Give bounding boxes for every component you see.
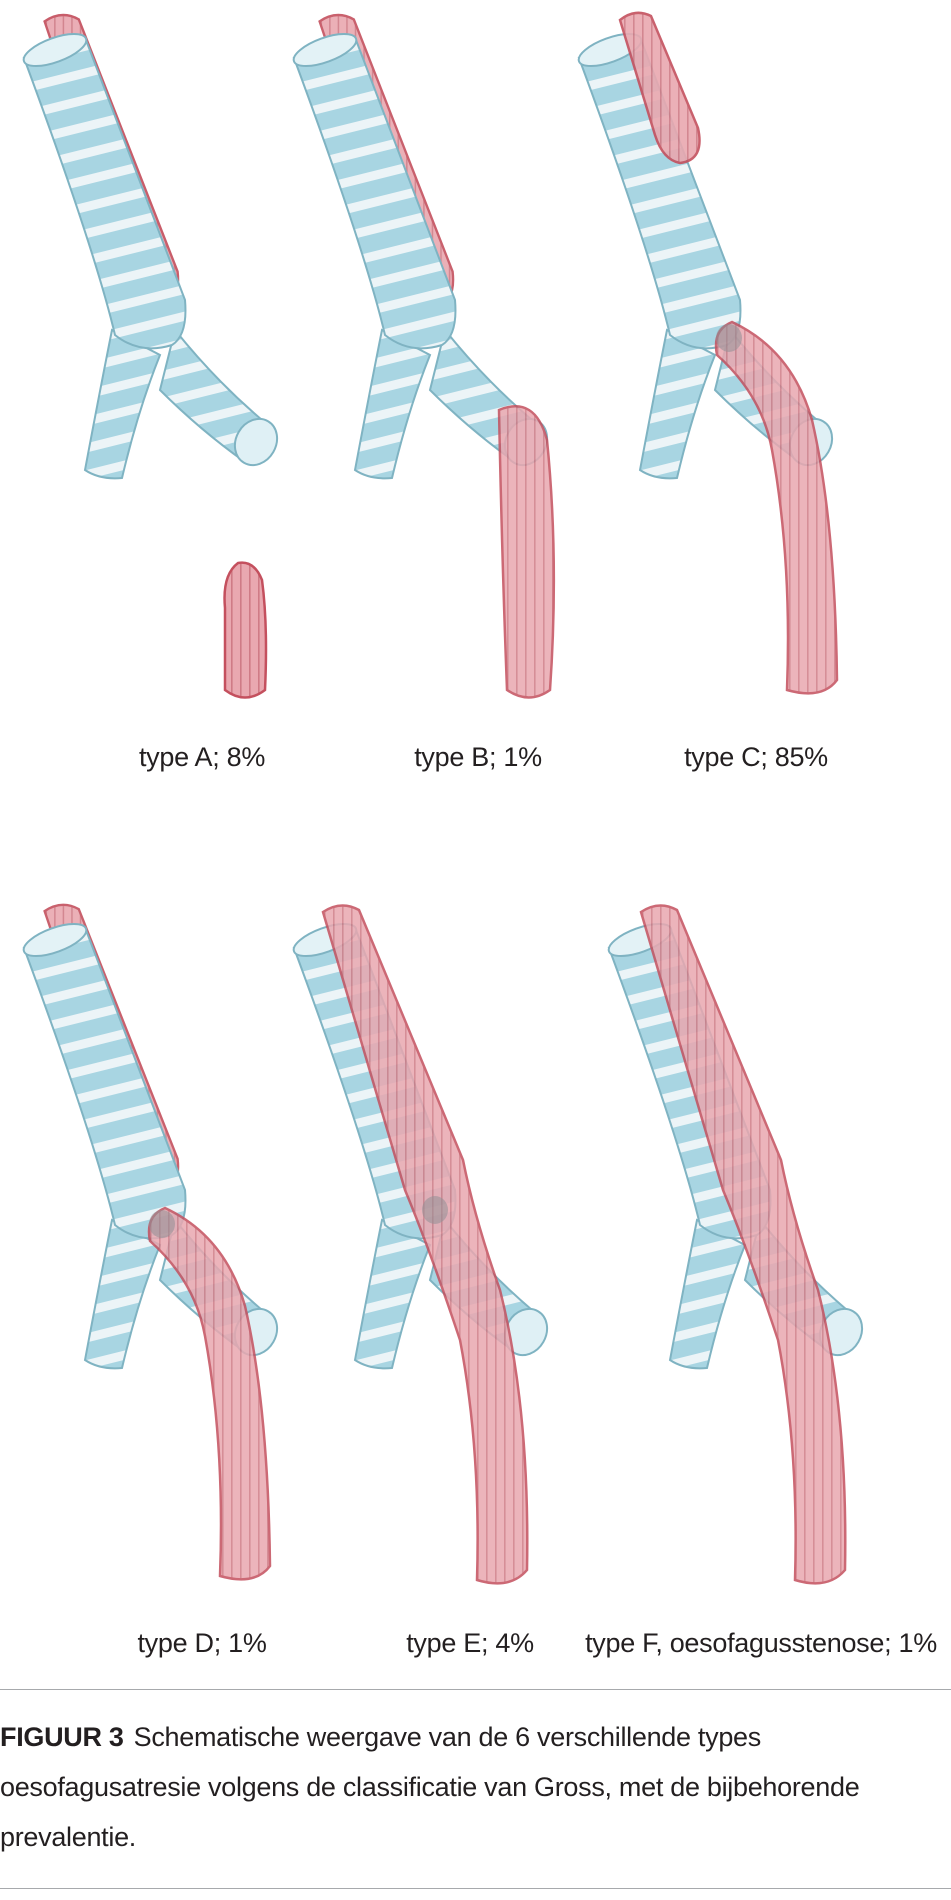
panel-type-b: [288, 13, 557, 699]
caption-text: Schematische weergave van de 6 verschill…: [0, 1722, 860, 1852]
panel-label-a: type A; 8%: [138, 742, 266, 772]
lower-pouch-a: [223, 561, 268, 699]
panel-type-d: [18, 903, 287, 1581]
caption-bottom-rule: [0, 1888, 951, 1889]
esophageal-atresia-figure: [18, 11, 872, 1585]
panel-label-b: type B; 1%: [414, 742, 542, 772]
caption-top-rule: [0, 1689, 951, 1690]
panel-label-d: type D; 1%: [137, 1628, 267, 1658]
panel-type-c: [573, 11, 842, 695]
panel-type-a: [18, 13, 287, 699]
panel-label-c: type C; 85%: [684, 742, 828, 772]
panel-type-e: [288, 904, 557, 1585]
panel-label-e: type E; 4%: [406, 1628, 534, 1658]
panel-label-f: type F, oesofagusstenose; 1%: [585, 1628, 937, 1658]
panel-type-f: [603, 904, 872, 1585]
upper-pouch-c: [618, 11, 701, 165]
figure-id: FIGUUR 3: [0, 1722, 124, 1752]
